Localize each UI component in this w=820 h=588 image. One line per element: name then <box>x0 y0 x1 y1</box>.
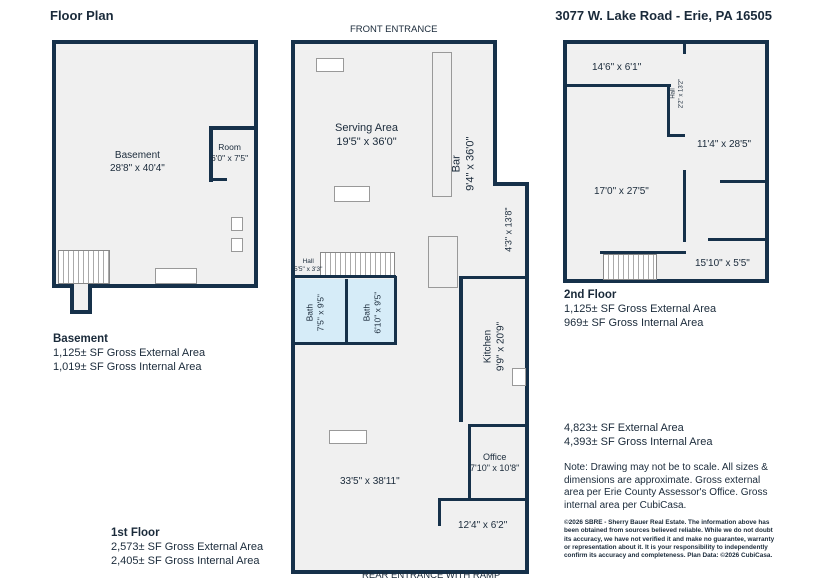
page-title: Floor Plan <box>50 8 114 23</box>
room-label: 4'3" x 13'8" <box>503 207 514 252</box>
room-label: 17'0" x 27'5" <box>594 186 649 197</box>
room-label: 12'4" x 6'2" <box>458 520 508 531</box>
front-entrance-label: FRONT ENTRANCE <box>350 24 438 35</box>
scale-note: Note: Drawing may not be to scale. All s… <box>564 462 768 511</box>
room-label: 33'5" x 38'11" <box>340 476 400 487</box>
room-label: 14'6" x 6'1" <box>592 62 642 73</box>
disclaimer: ©2026 SBRE - Sherry Bauer Real Estate. T… <box>564 519 775 560</box>
address: 3077 W. Lake Road - Erie, PA 16505 <box>555 8 772 23</box>
room-label: 15'10" x 5'5" <box>695 258 750 269</box>
rear-entrance-label: REAR ENTRANCE WITH RAMP <box>362 570 501 581</box>
room-label: 11'4" x 28'5" <box>697 139 752 150</box>
